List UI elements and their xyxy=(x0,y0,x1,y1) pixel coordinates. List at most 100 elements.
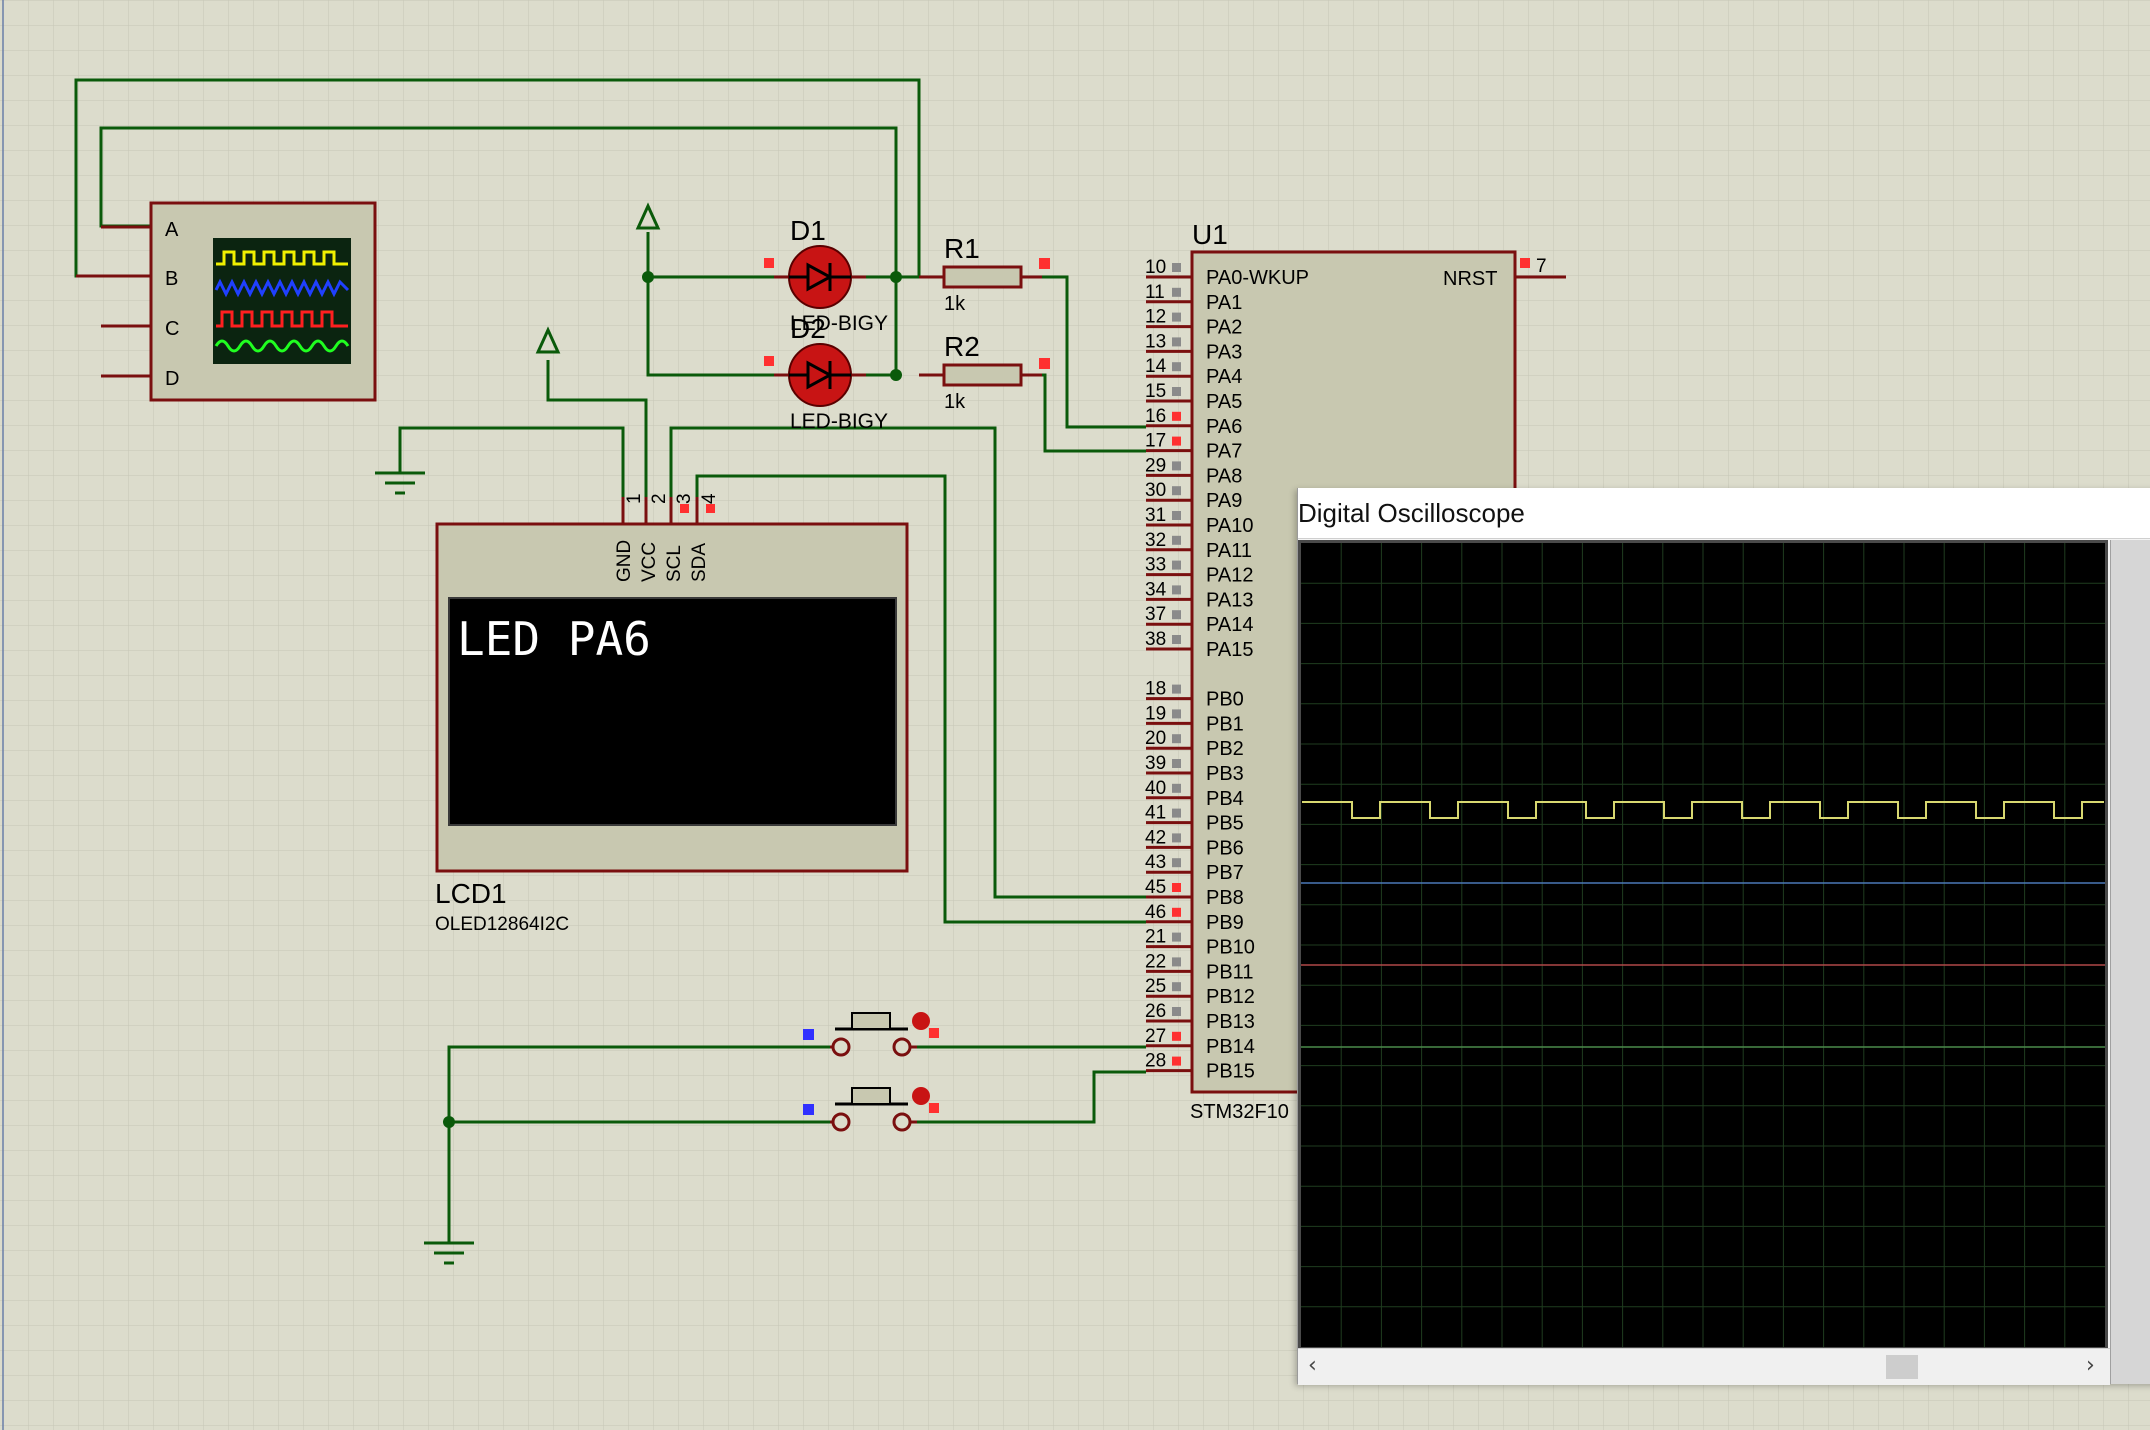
mcu-pin-number: 29 xyxy=(1145,455,1166,476)
push-button-2[interactable] xyxy=(803,1087,939,1132)
mcu-pin-number: 42 xyxy=(1145,827,1166,848)
mcu-pin-pb7[interactable]: 43 PB7 xyxy=(1145,852,1244,884)
horizontal-scrollbar[interactable]: ‹ › xyxy=(1298,1348,2110,1385)
lcd-pin2-name: VCC xyxy=(639,542,660,582)
r1-value: 1k xyxy=(944,293,966,315)
scrollbar-thumb[interactable] xyxy=(1886,1355,1918,1379)
d1-ref: D1 xyxy=(790,215,826,246)
mcu-pin-pb4[interactable]: 40 PB4 xyxy=(1145,778,1244,810)
mcu-pin-number: 43 xyxy=(1145,852,1166,873)
lcd-screen-text: LED PA6 xyxy=(457,612,651,666)
scope-channel-c: C xyxy=(165,318,179,340)
mcu-pin-number: 13 xyxy=(1145,331,1166,352)
resistor-r1[interactable]: R1 1k xyxy=(919,233,1050,315)
mcu-pin-number: 30 xyxy=(1145,480,1166,501)
push-button-1[interactable] xyxy=(803,1012,939,1057)
mcu-pin-name: PA1 xyxy=(1206,292,1242,314)
mcu-pin-number: 33 xyxy=(1145,555,1166,576)
mini-wave-green xyxy=(214,339,350,353)
mcu-pin-name: PB11 xyxy=(1206,961,1253,983)
mcu-pin-pa3[interactable]: 13 PA3 xyxy=(1145,331,1242,363)
mcu-pin-name: PA7 xyxy=(1206,441,1242,463)
mcu-pin-number: 46 xyxy=(1145,902,1166,923)
ground-symbol-1 xyxy=(375,471,425,495)
mcu-pin-name: PA9 xyxy=(1206,490,1242,512)
led-d2[interactable]: D2 LED-BIGY xyxy=(764,313,888,433)
lcd-pin1-name: GND xyxy=(614,540,635,582)
mcu-pin-pa9[interactable]: 30 PA9 xyxy=(1145,480,1242,512)
mcu-pin-number: 40 xyxy=(1145,778,1166,799)
mcu-pin-name: PA15 xyxy=(1206,639,1253,661)
scope-display[interactable] xyxy=(1298,540,2108,1350)
mcu-pin-name: PA12 xyxy=(1206,565,1253,587)
scroll-right-arrow[interactable]: › xyxy=(2086,1353,2095,1378)
oscilloscope-component[interactable]: A B C D xyxy=(76,201,377,402)
lcd-screen xyxy=(448,597,897,826)
mcu-pin-name: PB2 xyxy=(1206,738,1244,760)
mcu-pin-pa1[interactable]: 11 PA1 xyxy=(1145,282,1242,314)
mcu-pin-pa8[interactable]: 29 PA8 xyxy=(1145,455,1242,487)
mcu-pin-pb2[interactable]: 20 PB2 xyxy=(1145,728,1244,760)
lcd-pin2-num: 2 xyxy=(649,493,670,504)
led-d1[interactable]: D1 LED-BIGY xyxy=(764,215,888,335)
mcu-pin-number: 18 xyxy=(1145,679,1166,700)
mcu-pin-name: PB0 xyxy=(1206,689,1244,711)
mcu-pin-number: 14 xyxy=(1145,356,1167,377)
lcd-pin1-num: 1 xyxy=(624,493,645,504)
mcu-pin-name: PB13 xyxy=(1206,1011,1255,1033)
oscilloscope-window[interactable]: Digital Oscilloscope ‹ › xyxy=(1297,488,2150,1385)
window-titlebar[interactable]: Digital Oscilloscope xyxy=(1298,488,2150,539)
mcu-pin-name: PB7 xyxy=(1206,862,1244,884)
control-panel[interactable] xyxy=(2110,540,2150,1384)
mcu-pin-number: 31 xyxy=(1145,505,1166,526)
mcu-pin-number: 26 xyxy=(1145,1001,1166,1022)
mcu-pin-pa12[interactable]: 33 PA12 xyxy=(1145,555,1253,587)
mcu-pin-number: 16 xyxy=(1145,406,1166,427)
mcu-pin-number: 20 xyxy=(1145,728,1166,749)
mcu-pin-name: PB10 xyxy=(1206,937,1255,959)
mcu-pin-pb0[interactable]: 18 PB0 xyxy=(1145,679,1244,711)
scroll-left-arrow[interactable]: ‹ xyxy=(1308,1353,1317,1378)
mcu-pin-number: 27 xyxy=(1145,1026,1166,1047)
mcu-pin-pb13[interactable]: 26 PB13 xyxy=(1145,1001,1255,1033)
mcu-pin-name: PA13 xyxy=(1206,589,1253,611)
mcu-pin-name: PA8 xyxy=(1206,465,1242,487)
power-arrow-2 xyxy=(535,326,561,354)
mcu-pin-number: 25 xyxy=(1145,976,1166,997)
d2-ref: D2 xyxy=(790,313,826,344)
mcu-pin-number: 15 xyxy=(1145,381,1166,402)
lcd-oled[interactable]: 1 2 3 4 GND VCC SCL SDA LED PA6 LCD1 OLE… xyxy=(435,493,909,935)
window-title: Digital Oscilloscope xyxy=(1298,498,1525,528)
d1-value: LED-BIGY xyxy=(790,312,888,335)
scope-channel-a: A xyxy=(165,219,179,241)
mcu-pin-name: PB4 xyxy=(1206,788,1244,810)
scope-mini-screen xyxy=(213,238,351,364)
mcu-pin-number: 32 xyxy=(1145,530,1166,551)
resistor-r2[interactable]: R2 1k xyxy=(919,331,1050,413)
mcu-pin-number: 11 xyxy=(1145,282,1165,303)
mcu-pin-name: PA3 xyxy=(1206,341,1242,363)
lcd-pin3-num: 3 xyxy=(674,493,695,504)
